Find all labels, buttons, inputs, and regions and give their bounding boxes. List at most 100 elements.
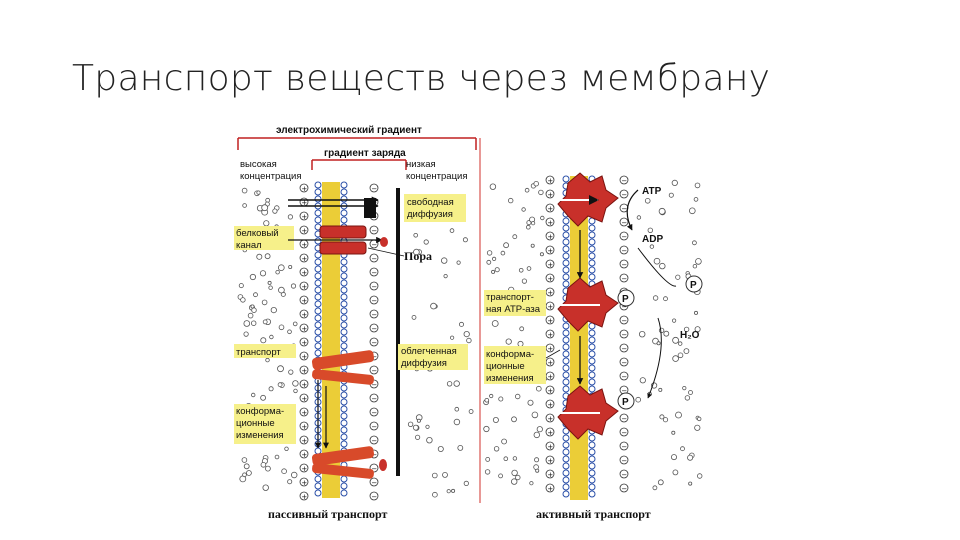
molecule [245, 470, 252, 476]
atpase-label-1: транспорт- [486, 292, 534, 303]
active-conform-label-1: конформа- [486, 349, 534, 360]
molecule [658, 327, 665, 334]
charge-sign: − [371, 353, 377, 361]
lipid-head [314, 321, 322, 329]
molecule [503, 456, 509, 462]
passive-footer: пассивный транспорт [268, 507, 388, 521]
charge-sign: + [547, 429, 553, 437]
molecule [423, 239, 429, 245]
molecule [672, 469, 679, 476]
lipid-head [340, 293, 348, 301]
molecule [260, 461, 267, 468]
charge-circle [299, 379, 309, 389]
charge-sign: + [301, 255, 307, 263]
molecule [413, 248, 420, 256]
lipid-head [562, 441, 570, 449]
molecule [534, 457, 540, 463]
charge-sign: − [621, 247, 627, 255]
molecule [462, 237, 468, 243]
lipid-head [588, 434, 596, 442]
passive-charges: +++++++++++++++++++++++−−−−−−−−−−−−−−−−−… [299, 183, 379, 501]
high-conc-label-2: концентрация [240, 171, 301, 182]
molecule [519, 326, 525, 332]
molecule [288, 264, 293, 269]
lipid-head [340, 419, 348, 427]
charge-sign: + [547, 401, 553, 409]
charge-circle [619, 343, 629, 353]
phosphate-path-2 [647, 317, 662, 399]
lipid-head [588, 462, 596, 470]
membrane-transport-diagram: электрохимический градиент градиент заря… [234, 125, 703, 521]
charge-sign: + [547, 289, 553, 297]
lipid-head [588, 245, 596, 253]
charge-circle [369, 435, 379, 445]
lipid-head [340, 433, 348, 441]
molecule [683, 326, 690, 333]
molecule [437, 445, 444, 452]
lipid-head [588, 238, 596, 246]
carrier-protein-2 [312, 369, 374, 385]
charge-sign: + [547, 471, 553, 479]
molecule [268, 285, 273, 290]
molecule [656, 341, 661, 346]
charge-circle [369, 225, 379, 235]
conform-pointer [545, 349, 561, 359]
molecule [539, 252, 544, 257]
molecule [653, 257, 661, 265]
lipid-head [340, 440, 348, 448]
facilitated-highlight [398, 344, 468, 370]
molecule [247, 312, 254, 319]
charge-circle [545, 189, 555, 199]
lipid-head [588, 490, 596, 498]
pore-label: Пора [404, 249, 432, 263]
molecule [238, 283, 244, 289]
charge-sign: + [547, 177, 553, 185]
molecule [281, 468, 287, 475]
molecule [415, 434, 421, 440]
charge-circle [619, 427, 629, 437]
charge-circle [619, 217, 629, 227]
charge-circle [299, 351, 309, 361]
molecule [501, 438, 508, 445]
charge-circle [369, 183, 379, 193]
molecule [468, 409, 474, 414]
charge-circle [619, 469, 629, 479]
molecule [511, 478, 518, 485]
molecule [683, 348, 690, 355]
molecule [672, 336, 680, 344]
lipid-head [314, 335, 322, 343]
molecule [680, 446, 685, 452]
carrier-protein-4 [312, 463, 374, 479]
charge-circle [299, 449, 309, 459]
molecule [652, 485, 658, 491]
molecule [688, 390, 693, 395]
charge-sign: + [301, 241, 307, 249]
lipid-head [562, 336, 570, 344]
molecule [270, 307, 277, 314]
lipid-head [562, 252, 570, 260]
charge-sign: − [621, 219, 627, 227]
molecule [265, 357, 270, 363]
charge-circle [619, 175, 629, 185]
active-molecules [483, 179, 703, 491]
molecule [658, 387, 663, 392]
lipid-head [588, 378, 596, 386]
charge-sign: − [371, 283, 377, 291]
lipid-head [340, 181, 348, 189]
molecule [293, 388, 298, 394]
lipid-head [562, 462, 570, 470]
lipid-head [562, 371, 570, 379]
lipid-head [314, 188, 322, 196]
charge-sign: + [547, 219, 553, 227]
molecule [443, 274, 448, 279]
molecule [290, 283, 297, 289]
lipid-head [562, 448, 570, 456]
molecule [677, 352, 684, 359]
charge-circle [619, 259, 629, 269]
charge-sign: − [621, 485, 627, 493]
charge-sign: − [371, 297, 377, 305]
charge-circle [545, 175, 555, 185]
lipid-head [588, 441, 596, 449]
lipid-head [562, 266, 570, 274]
molecule [533, 180, 539, 187]
